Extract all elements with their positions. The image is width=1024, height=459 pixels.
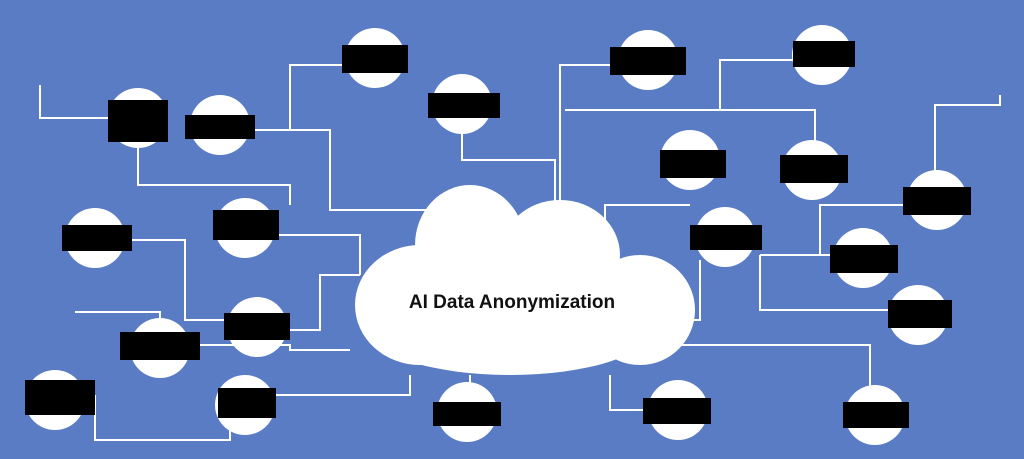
connector-line: [137, 148, 291, 205]
drone-device-node[interactable]: [610, 30, 686, 90]
fridge-device-node[interactable]: [830, 228, 898, 288]
bulb-icon: [218, 388, 276, 418]
tower-speaker-icon: [433, 402, 501, 426]
connector-line: [39, 85, 110, 119]
connector-line: [461, 120, 556, 210]
vacuum-icon: [843, 402, 909, 428]
headset-icon: [185, 115, 255, 139]
monitor-icon: [780, 155, 848, 183]
speaker-device-node[interactable]: [120, 318, 200, 378]
connector-line: [559, 64, 610, 210]
connector-line: [94, 395, 231, 441]
vacuum-device-node[interactable]: [843, 385, 909, 445]
target-icon: [25, 380, 95, 415]
connector-line: [125, 239, 225, 321]
connector-line: [655, 344, 871, 400]
central-cloud: AI Data Anonymization: [355, 185, 695, 375]
lamp-device-node[interactable]: [62, 208, 132, 268]
road-device-node[interactable]: [643, 380, 711, 440]
hat-device-node[interactable]: [108, 88, 168, 148]
connector-line: [275, 375, 411, 396]
hat-icon: [108, 100, 168, 142]
camera-icon: [342, 45, 408, 73]
connector-line: [604, 204, 690, 220]
glasses-icon: [690, 225, 762, 250]
phone-device-node[interactable]: [224, 297, 290, 357]
car-device-node[interactable]: [903, 170, 971, 230]
bulb-device-node[interactable]: [215, 375, 276, 435]
device-nodes: [25, 25, 971, 445]
speaker-icon: [120, 332, 200, 360]
connector-line: [265, 274, 360, 331]
headset-device-node[interactable]: [185, 95, 255, 155]
lock-device-node[interactable]: [792, 25, 855, 85]
connector-line: [289, 64, 345, 130]
scanner-device-node[interactable]: [660, 130, 726, 190]
connector-line: [720, 109, 816, 150]
lamp-icon: [62, 225, 132, 251]
radio-device-node[interactable]: [213, 198, 279, 258]
connector-line: [609, 375, 650, 411]
glasses-device-node[interactable]: [690, 207, 762, 267]
desk-lamp-icon: [888, 300, 952, 328]
road-icon: [643, 398, 711, 424]
car-icon: [903, 187, 971, 215]
lock-icon: [793, 41, 855, 67]
drone-icon: [610, 47, 686, 75]
connector-line: [760, 204, 910, 256]
connector-line: [222, 129, 430, 211]
target-device-node[interactable]: [25, 370, 95, 430]
connection-lines: [39, 59, 1001, 441]
connector-line: [759, 255, 895, 311]
monitor-device-node[interactable]: [780, 140, 848, 200]
connector-line: [245, 234, 361, 275]
phone-icon: [224, 313, 290, 340]
desk-lamp-device-node[interactable]: [888, 285, 952, 345]
connector-line: [565, 59, 800, 111]
radio-icon: [213, 210, 279, 240]
printer-device-node[interactable]: [428, 74, 500, 134]
printer-icon: [428, 93, 500, 118]
cloud-label: AI Data Anonymization: [409, 292, 615, 313]
tower-speaker-device-node[interactable]: [433, 382, 501, 442]
fridge-icon: [830, 245, 898, 273]
connector-line: [934, 95, 1001, 190]
scanner-icon: [660, 150, 726, 178]
camera-device-node[interactable]: [342, 28, 408, 88]
